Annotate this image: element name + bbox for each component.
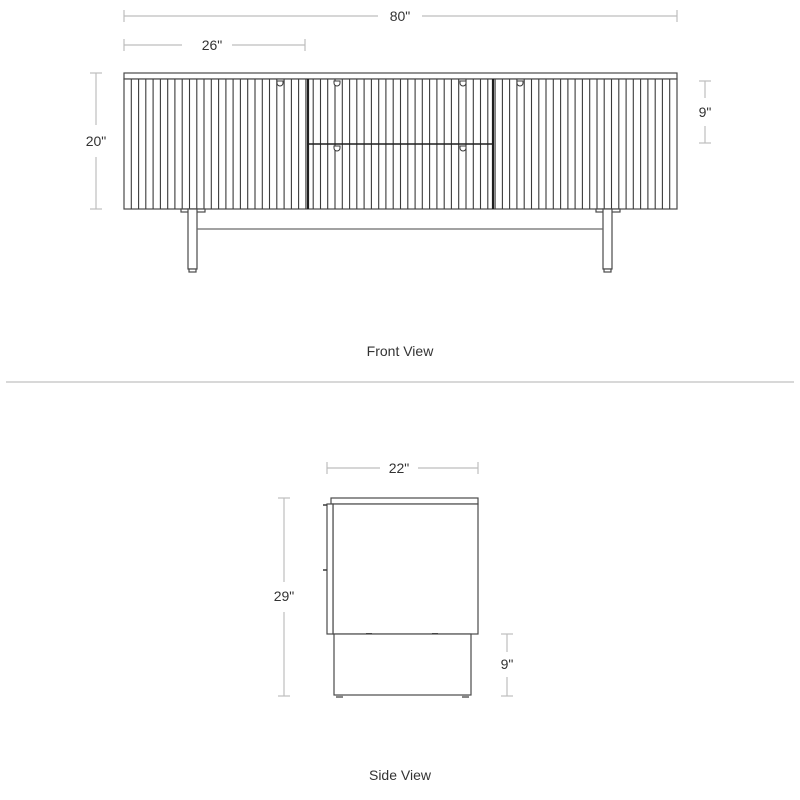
side-foot-front [336,695,343,698]
front-view: 80" 26" 20" 9" [86,8,712,359]
dimension-label-overall-height: 29" [274,588,295,604]
side-view-label: Side View [369,767,432,783]
pull-icon [276,80,284,87]
foot-right [603,268,612,273]
dimension-label-cabinet-height: 20" [86,133,107,149]
foot-left [188,268,197,273]
leg-left [187,208,198,270]
front-base [180,208,621,273]
dimension-label-door-width: 26" [202,37,223,53]
dimension-cabinet-height: 20" [86,72,107,210]
pull-icon [516,80,524,87]
side-front-panel [326,503,334,635]
pull-icon [459,80,467,87]
dimension-label-overall-width: 80" [390,8,411,24]
dimension-label-depth: 22" [389,460,410,476]
side-foot-back [462,695,469,698]
side-top [330,497,479,505]
side-base [333,633,472,696]
side-body [332,503,479,635]
pull-icon [459,145,467,152]
leg-right [602,208,613,270]
dimension-base-height: 9" [501,633,514,697]
front-view-label: Front View [367,343,435,359]
side-view: 22" 29" 9" Side View [274,460,514,783]
dimension-label-base-height: 9" [501,656,514,672]
cabinet-top [123,72,678,80]
dimension-overall-height: 29" [274,497,295,697]
dimension-base-clearance-front: 9" [699,80,712,144]
pull-icon [333,145,341,152]
dimension-depth: 22" [326,460,479,476]
dimension-door-width: 26" [123,37,306,53]
pull-handles [276,80,524,152]
dimension-overall-width: 80" [123,8,678,24]
dimension-label-base-clearance-front: 9" [699,104,712,120]
pull-icon [333,80,341,87]
